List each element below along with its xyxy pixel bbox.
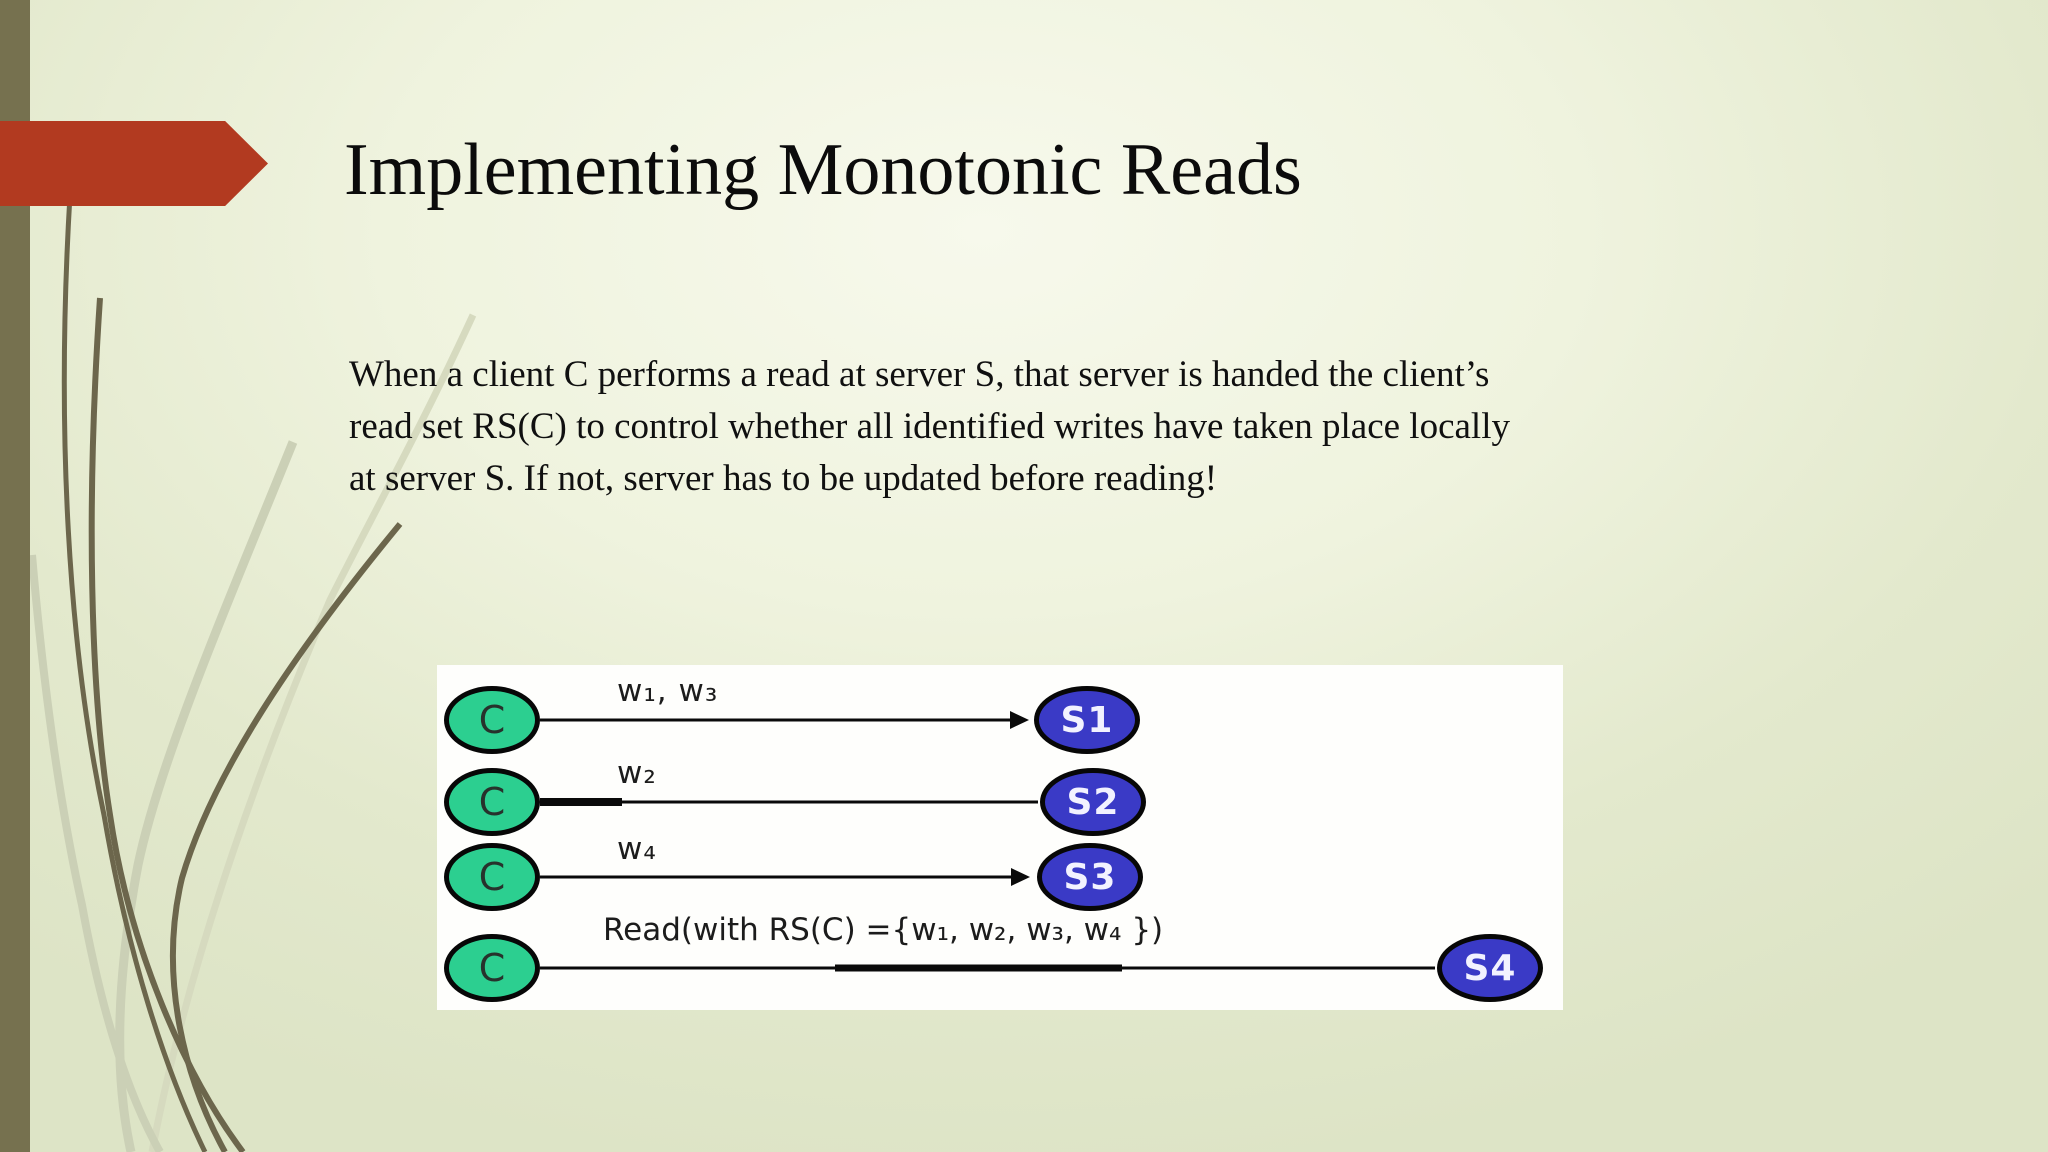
grass-blade-light bbox=[28, 554, 164, 1152]
edge-label-row2: w₂ bbox=[617, 755, 657, 791]
title-arrow-accent bbox=[0, 121, 268, 206]
edge-label-row4: Read(with RS(C) ={w₁, w₂, w₃, w₄ }) bbox=[603, 912, 1164, 948]
connector-lines bbox=[540, 711, 1435, 972]
slide-title: Implementing Monotonic Reads bbox=[344, 129, 1302, 211]
arrowhead-row3 bbox=[1011, 868, 1030, 886]
arrowhead-row1 bbox=[1010, 711, 1029, 729]
monotonic-reads-diagram: C S1 w₁, w₃ C S2 w₂ C S3 w₄ C S4 Read(wi… bbox=[437, 665, 1563, 1010]
grass-blade-light bbox=[115, 440, 298, 1152]
edge-label-row3: w₄ bbox=[617, 831, 657, 867]
slide-body-text: When a client C performs a read at serve… bbox=[349, 349, 1749, 505]
client-node-row1: C bbox=[444, 686, 540, 754]
body-line: at server S. If not, server has to be up… bbox=[349, 458, 1218, 499]
client-node-row4: C bbox=[444, 934, 540, 1002]
body-line: read set RS(C) to control whether all id… bbox=[349, 406, 1510, 447]
grass-blade-dark bbox=[169, 522, 403, 1152]
server-node-s4: S4 bbox=[1437, 934, 1543, 1002]
client-node-row2: C bbox=[444, 768, 540, 836]
client-node-row3: C bbox=[444, 843, 540, 911]
body-line: When a client C performs a read at serve… bbox=[349, 354, 1490, 395]
grass-blade-dark bbox=[88, 297, 246, 1152]
edge-label-row1: w₁, w₃ bbox=[617, 673, 719, 709]
server-node-s3: S3 bbox=[1037, 843, 1143, 911]
server-node-s2: S2 bbox=[1040, 768, 1146, 836]
grass-blade-dark bbox=[61, 194, 208, 1152]
server-node-s1: S1 bbox=[1034, 686, 1140, 754]
